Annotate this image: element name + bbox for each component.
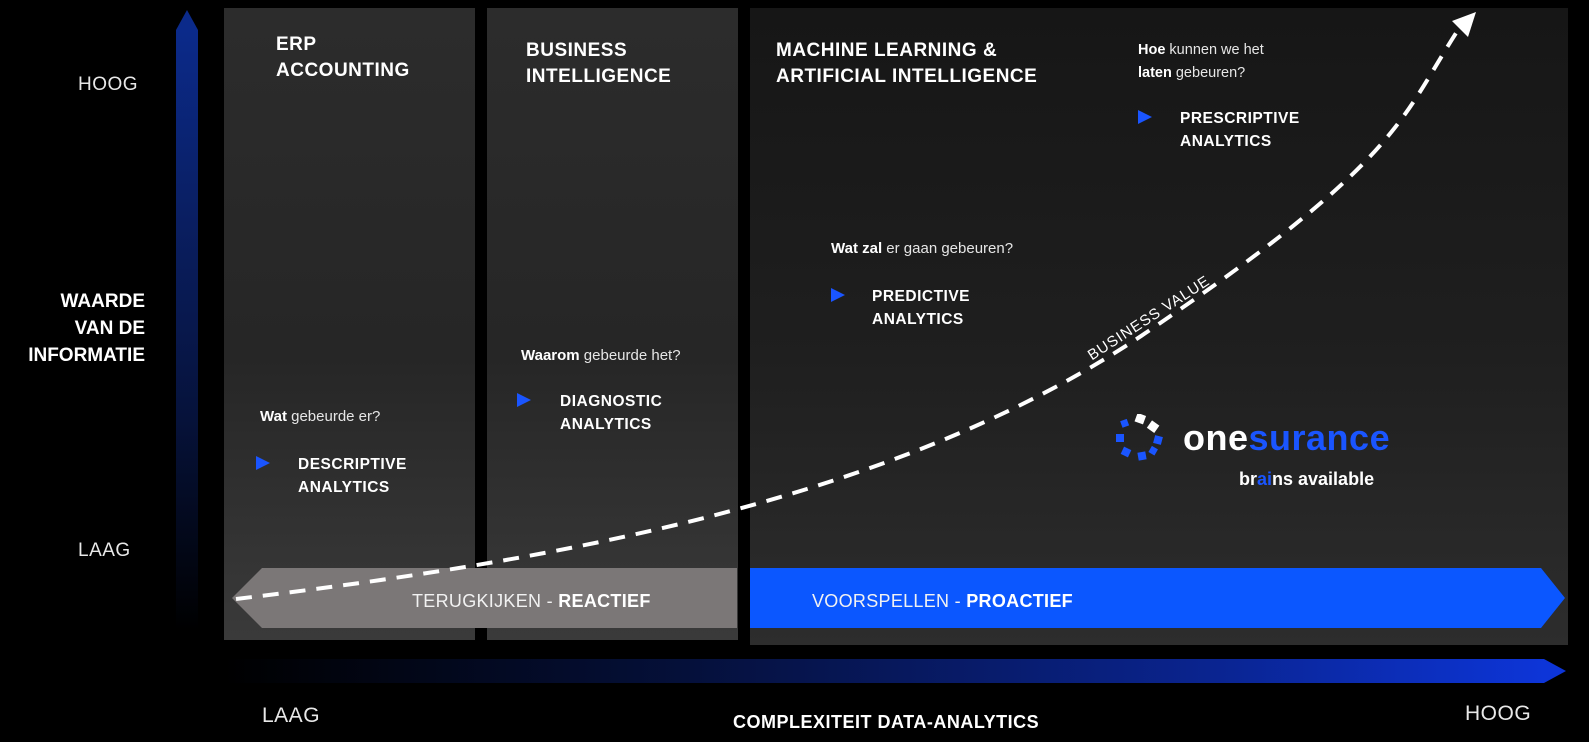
analytics-line: DIAGNOSTIC	[560, 393, 663, 410]
analytics-line: ANALYTICS	[872, 311, 964, 328]
logo-word-surance: surance	[1248, 417, 1391, 458]
question-rest: gebeuren?	[1171, 65, 1246, 81]
x-axis-low-label: LAAG	[262, 704, 321, 727]
column-bi	[487, 8, 738, 640]
x-axis-high-label: HOOG	[1465, 702, 1532, 725]
analytics-line: ANALYTICS	[298, 479, 390, 496]
bullet-arrow-icon	[831, 288, 845, 302]
column-title-erp: ERP ACCOUNTING	[276, 32, 410, 84]
question-bold: Hoe	[1138, 42, 1166, 58]
logo-word-one: one	[1183, 417, 1249, 458]
banner-bold-text: PROACTIEF	[966, 591, 1073, 611]
banner-bold-text: REACTIEF	[558, 591, 651, 611]
question-line: Hoe kunnen we het	[1138, 39, 1264, 62]
analytics-descriptive: DESCRIPTIVE ANALYTICS	[298, 453, 407, 499]
column-erp	[224, 8, 475, 640]
onesurance-logo-icon	[1116, 414, 1163, 461]
x-axis-title: COMPLEXITEIT DATA-ANALYTICS	[733, 712, 1040, 732]
bullet-arrow-icon	[1138, 110, 1152, 124]
analytics-line: DESCRIPTIVE	[298, 456, 407, 473]
analytics-line: ANALYTICS	[1180, 133, 1272, 150]
logo-wordmark: onesurance	[1183, 417, 1390, 459]
analytics-line: PREDICTIVE	[872, 288, 971, 305]
question-bold: Waarom	[521, 347, 580, 364]
banner-light-text: TERUGKIJKEN -	[412, 591, 559, 611]
y-axis-high-label: HOOG	[78, 74, 139, 95]
banner-reactive	[232, 568, 737, 628]
question-rest: kunnen we het	[1165, 42, 1264, 58]
analytics-predictive: PREDICTIVE ANALYTICS	[872, 285, 970, 331]
question-bold: Wat	[260, 408, 287, 425]
question-line: laten gebeuren?	[1138, 62, 1264, 85]
y-axis-title-line: VAN DE	[74, 318, 145, 339]
column-title-line: INTELLIGENCE	[526, 66, 672, 87]
question-prescriptive: Hoe kunnen we het laten gebeuren?	[1138, 39, 1264, 85]
y-axis-title-line: INFORMATIE	[28, 345, 145, 366]
column-title-bi: BUSINESS INTELLIGENCE	[526, 38, 671, 90]
banner-reactive-text: TERUGKIJKEN - REACTIEF	[412, 571, 651, 631]
y-axis-arrow-shaft	[176, 30, 198, 630]
y-axis-low-label: LAAG	[78, 540, 131, 561]
bullet-arrow-icon	[517, 393, 531, 407]
y-axis-arrow-head	[176, 10, 198, 30]
column-ml-ai	[750, 8, 1568, 645]
banner-proactive	[750, 568, 1565, 628]
business-value-arrow-head	[1452, 12, 1476, 37]
question-rest: er gaan gebeuren?	[882, 240, 1014, 257]
question-predictive: Wat zal er gaan gebeuren?	[831, 237, 1013, 260]
business-value-curve-line	[235, 28, 1460, 601]
column-title-line: BUSINESS	[526, 40, 628, 61]
bullet-arrow-icon	[256, 456, 270, 470]
x-axis-arrow-head	[1544, 659, 1566, 683]
question-rest: gebeurde er?	[286, 408, 381, 425]
x-axis-arrow-shaft	[224, 659, 1544, 683]
banner-light-text: VOORSPELLEN -	[812, 591, 967, 611]
logo-tagline-accent: ai	[1257, 469, 1273, 489]
column-title-ml-ai: MACHINE LEARNING & ARTIFICIAL INTELLIGEN…	[776, 38, 1037, 90]
analytics-prescriptive: PRESCRIPTIVE ANALYTICS	[1180, 107, 1300, 153]
logo-tagline: brains available	[1239, 469, 1374, 490]
analytics-line: ANALYTICS	[560, 416, 652, 433]
column-title-line: ARTIFICIAL INTELLIGENCE	[776, 66, 1038, 87]
logo-tagline-part: br	[1239, 469, 1257, 489]
column-title-line: MACHINE LEARNING &	[776, 40, 998, 61]
y-axis-title-line: WAARDE	[60, 291, 145, 312]
banner-proactive-text: VOORSPELLEN - PROACTIEF	[812, 571, 1073, 631]
y-axis-title: WAARDE VAN DE INFORMATIE	[0, 288, 145, 369]
column-title-line: ACCOUNTING	[276, 60, 410, 81]
question-rest: gebeurde het?	[579, 347, 681, 364]
analytics-diagnostic: DIAGNOSTIC ANALYTICS	[560, 390, 662, 436]
logo-tagline-part: ns available	[1272, 469, 1375, 489]
question-descriptive: Wat gebeurde er?	[260, 405, 380, 428]
column-title-line: ERP	[276, 34, 317, 55]
question-bold: Wat zal	[831, 240, 883, 257]
question-diagnostic: Waarom gebeurde het?	[521, 344, 681, 367]
analytics-line: PRESCRIPTIVE	[1180, 110, 1300, 127]
question-bold: laten	[1138, 65, 1172, 81]
